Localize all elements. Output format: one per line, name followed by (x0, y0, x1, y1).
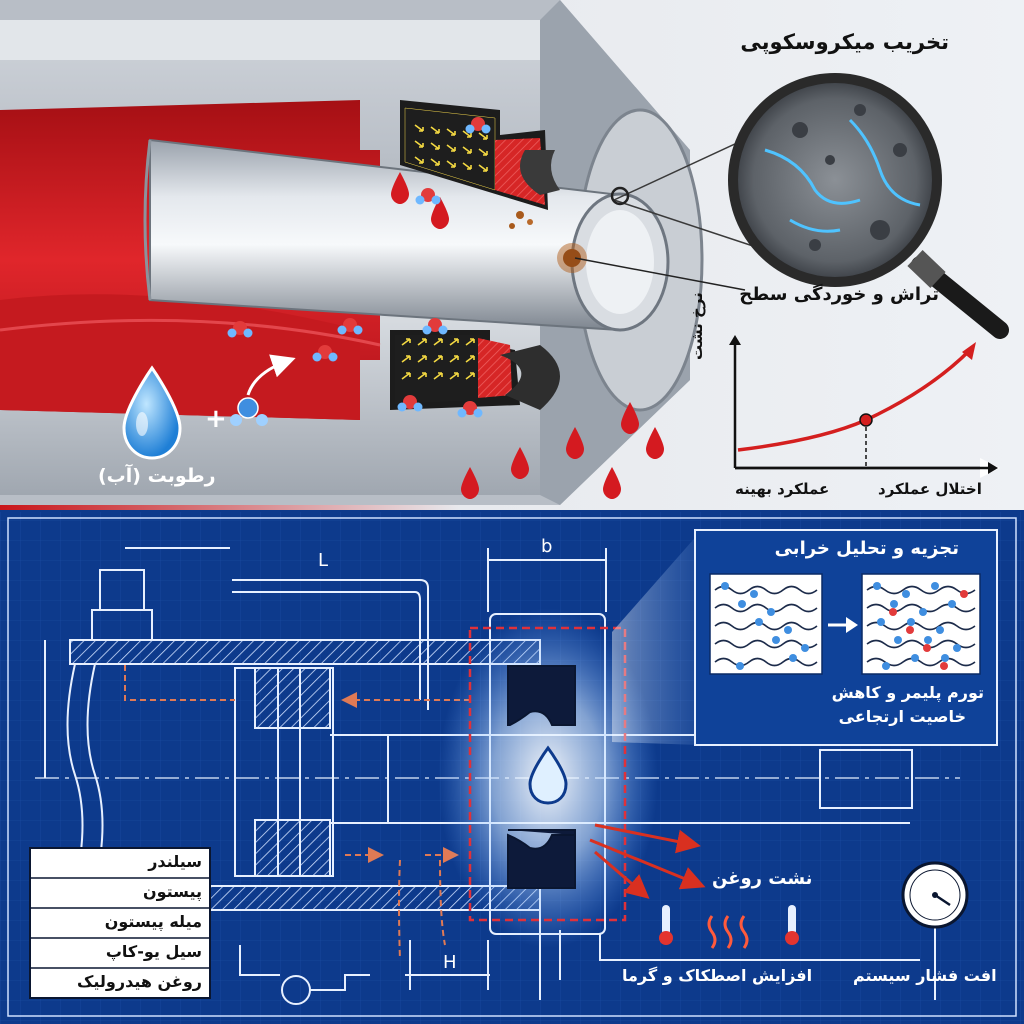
water-molecule-icon (230, 397, 268, 426)
failure-analysis-panel (694, 529, 998, 746)
wear-callout-line (574, 257, 746, 291)
moisture-label: رطوبت (آب) (98, 465, 216, 487)
oil-drips (391, 172, 664, 499)
water-molecules (227, 117, 491, 418)
oil-leak-label: نشت روغن (712, 868, 813, 889)
leak-arrows (589, 823, 706, 899)
pressure-gauge-icon (901, 861, 969, 929)
seal-stress-arrows (401, 124, 488, 380)
legend-item: سیلندر (148, 852, 202, 871)
microscopic-title: تخریب میکروسکوپی (740, 30, 949, 54)
swelling-line2: خاصیت ارتجاعی (838, 707, 966, 726)
graph-x-optimal: عملکرد بهینه (735, 480, 830, 498)
zoom-beam (612, 532, 700, 745)
graph-x-disorder: اختلال عملکرد (878, 480, 982, 498)
pressure-drop-label: افت فشار سیستم (853, 966, 997, 985)
plus-sign: + (205, 404, 227, 434)
dim-H: H (443, 952, 457, 973)
friction-heat-label: افزایش اصطکاک و گرما (622, 966, 813, 985)
glowing-seal-zone (438, 608, 658, 948)
legend-table (29, 847, 211, 999)
moisture-entry-arrow (246, 354, 296, 396)
magnifier-icon (610, 73, 1009, 339)
water-drop-icon (122, 365, 182, 460)
dim-L: L (318, 550, 329, 571)
dim-b: b (541, 536, 553, 557)
legend-item: پیستون (142, 882, 202, 901)
analysis-title: تجزیه و تحلیل خرابی (774, 538, 959, 559)
leak-rate-graph (729, 335, 1000, 478)
graph-ylabel: نرخ نشت (688, 292, 706, 360)
swelling-line1: تورم پلیمر و کاهش (831, 683, 984, 702)
u-cup-seal-lower (390, 330, 560, 410)
surface-wear-label: تراش و خوردگی سطح (739, 284, 939, 305)
legend-item: روغن هیدرولیک (77, 972, 202, 991)
u-cup-seal-upper (400, 100, 560, 210)
heat-icons (659, 905, 799, 949)
flow-arrows (124, 665, 470, 961)
legend-item: سیل یو-کاپ (105, 942, 202, 961)
legend-item: میله پیستون (104, 912, 202, 931)
